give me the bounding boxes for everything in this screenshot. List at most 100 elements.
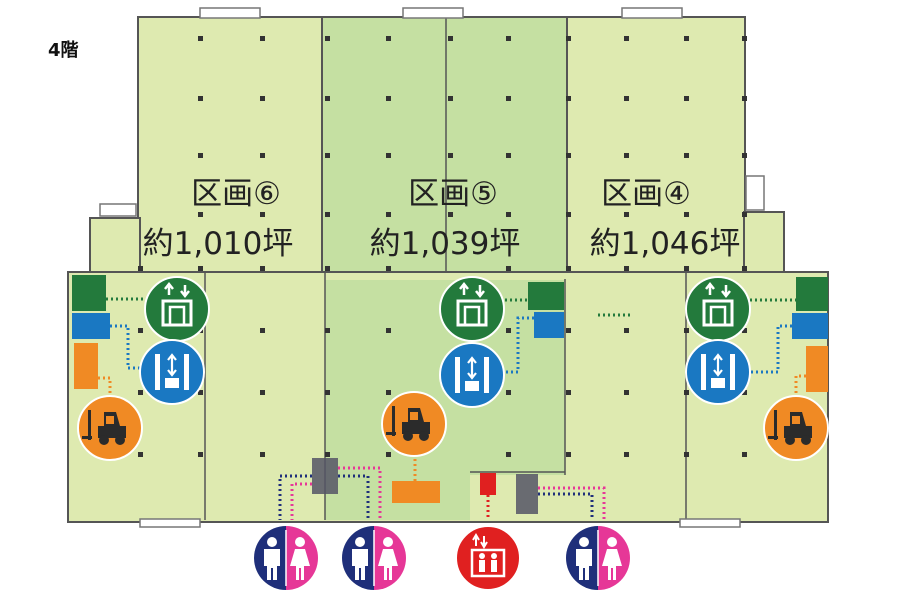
- column-dot: [742, 390, 747, 395]
- restroom-icon: [565, 525, 631, 591]
- column-dot: [506, 452, 511, 457]
- column-dot: [742, 328, 747, 333]
- column-dot: [624, 153, 629, 158]
- column-dot: [684, 96, 689, 101]
- column-dot: [386, 36, 391, 41]
- column-dot: [386, 266, 391, 271]
- column-dot: [506, 328, 511, 333]
- column-dot: [260, 36, 265, 41]
- column-dot: [198, 390, 203, 395]
- column-dot: [260, 153, 265, 158]
- column-dot: [325, 328, 330, 333]
- column-dot: [684, 212, 689, 217]
- column-dot: [260, 452, 265, 457]
- forklift-icon: [77, 395, 143, 461]
- column-grid: [138, 36, 747, 457]
- vertical-conveyor-icon: [684, 338, 752, 406]
- column-dot: [742, 212, 747, 217]
- freight-elevator-icon: [143, 275, 211, 343]
- column-dot: [198, 266, 203, 271]
- column-dot: [198, 36, 203, 41]
- svg-text:区画⑤: 区画⑤: [408, 176, 498, 212]
- column-dot: [138, 266, 143, 271]
- column-dot: [684, 390, 689, 395]
- restroom-icon: [341, 525, 407, 591]
- column-dot: [138, 328, 143, 333]
- column-dot: [386, 96, 391, 101]
- column-dot: [506, 390, 511, 395]
- vertical-conveyor-icon: [438, 341, 506, 409]
- floor-label: 4階: [48, 40, 79, 61]
- building-outline: [67, 7, 829, 528]
- column-dot: [448, 153, 453, 158]
- passenger-elevator-icon: [454, 524, 522, 592]
- column-dot: [684, 36, 689, 41]
- equipment-blocks: [72, 275, 828, 514]
- column-dot: [325, 390, 330, 395]
- column-dot: [684, 452, 689, 457]
- column-dot: [684, 153, 689, 158]
- column-dot: [566, 96, 571, 101]
- column-dot: [386, 212, 391, 217]
- column-dot: [448, 212, 453, 217]
- column-dot: [624, 266, 629, 271]
- column-dot: [742, 266, 747, 271]
- column-dot: [566, 212, 571, 217]
- column-dot: [325, 36, 330, 41]
- column-dot: [624, 328, 629, 333]
- column-dot: [566, 153, 571, 158]
- column-dot: [325, 452, 330, 457]
- column-dot: [325, 153, 330, 158]
- column-dot: [566, 328, 571, 333]
- freight-elevator-icon: [438, 275, 506, 343]
- column-dot: [624, 212, 629, 217]
- restroom-icon: [253, 525, 319, 591]
- column-dot: [624, 96, 629, 101]
- column-dot: [566, 266, 571, 271]
- vertical-conveyor-icon: [138, 338, 206, 406]
- svg-text:区画④: 区画④: [601, 176, 691, 212]
- column-dot: [742, 96, 747, 101]
- column-dot: [260, 212, 265, 217]
- zone-label-5: 区画⑤ 約1,039坪: [370, 176, 521, 262]
- column-dot: [506, 36, 511, 41]
- freight-elevator-icon: [684, 275, 752, 343]
- connector-lines: [98, 297, 806, 520]
- column-dot: [684, 328, 689, 333]
- column-dot: [566, 390, 571, 395]
- column-dot: [566, 36, 571, 41]
- column-dot: [198, 153, 203, 158]
- column-dot: [386, 328, 391, 333]
- column-dot: [742, 452, 747, 457]
- column-dot: [684, 266, 689, 271]
- zone-label-6: 区画⑥ 約1,010坪: [143, 176, 294, 262]
- column-dot: [198, 96, 203, 101]
- forklift-icon: [381, 391, 447, 457]
- svg-text:約1,010坪: 約1,010坪: [143, 226, 294, 262]
- column-dot: [448, 36, 453, 41]
- svg-text:区画⑥: 区画⑥: [191, 176, 281, 212]
- column-dot: [386, 390, 391, 395]
- column-dot: [138, 390, 143, 395]
- column-dot: [506, 153, 511, 158]
- column-dot: [624, 452, 629, 457]
- column-dot: [260, 266, 265, 271]
- column-dot: [386, 452, 391, 457]
- column-dot: [624, 390, 629, 395]
- column-dot: [742, 153, 747, 158]
- column-dot: [325, 212, 330, 217]
- column-dot: [742, 36, 747, 41]
- column-dot: [198, 212, 203, 217]
- column-dot: [506, 212, 511, 217]
- column-dot: [506, 266, 511, 271]
- forklift-icon: [763, 395, 829, 461]
- svg-text:約1,039坪: 約1,039坪: [370, 226, 521, 262]
- column-dot: [260, 328, 265, 333]
- column-dot: [260, 96, 265, 101]
- column-dot: [448, 96, 453, 101]
- column-dot: [566, 452, 571, 457]
- zone-label-4: 区画④ 約1,046坪: [590, 176, 741, 262]
- column-dot: [138, 452, 143, 457]
- svg-text:約1,046坪: 約1,046坪: [590, 226, 741, 262]
